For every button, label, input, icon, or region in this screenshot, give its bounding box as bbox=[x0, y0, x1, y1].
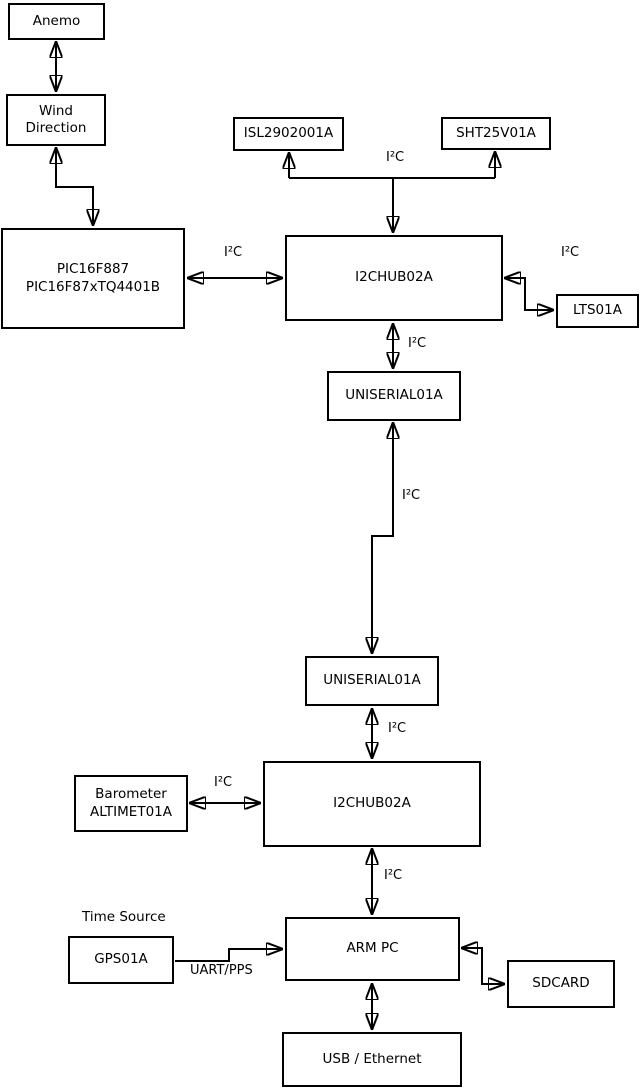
node-uniserial01a-bottom: UNISERIAL01A bbox=[305, 656, 439, 706]
node-uniserial01a-top-label: UNISERIAL01A bbox=[345, 387, 443, 404]
edge-label-i2c-pic-hub: I²C bbox=[224, 245, 243, 260]
edge-label-i2c-barometer: I²C bbox=[214, 775, 233, 790]
node-gps01a-label: GPS01A bbox=[94, 951, 148, 968]
node-pic16f887-label-line2: PIC16F87xTQ4401B bbox=[25, 278, 161, 295]
node-sht25v01a-label: SHT25V01A bbox=[456, 124, 536, 141]
node-usb-ethernet-label: USB / Ethernet bbox=[322, 1050, 422, 1067]
node-pic16f887-label-line1: PIC16F887 bbox=[56, 261, 130, 278]
node-pic16f887: PIC16F887 PIC16F87xTQ4401B bbox=[1, 228, 185, 329]
edge-label-i2c-uniserial-link: I²C bbox=[402, 488, 421, 503]
connector-armpc-sdcard bbox=[462, 948, 504, 984]
node-uniserial01a-bottom-label: UNISERIAL01A bbox=[323, 672, 421, 689]
node-sdcard-label: SDCARD bbox=[532, 975, 590, 992]
connector-uniserial-top-uniserial-bottom bbox=[372, 423, 393, 653]
node-gps01a: GPS01A bbox=[68, 936, 174, 984]
node-i2chub02a-bottom-label: I2CHUB02A bbox=[333, 795, 411, 812]
node-sht25v01a: SHT25V01A bbox=[441, 117, 551, 150]
node-wind-direction-label-line2: Direction bbox=[25, 120, 87, 136]
node-lts01a: LTS01A bbox=[556, 294, 639, 328]
connector-winddirection-pic bbox=[56, 148, 93, 225]
node-barometer-label-line2: ALTIMET01A bbox=[90, 803, 172, 820]
edge-label-i2c-branch: I²C bbox=[386, 150, 405, 165]
node-i2chub02a-top: I2CHUB02A bbox=[285, 235, 503, 321]
edge-label-uart-pps: UART/PPS bbox=[190, 963, 253, 978]
node-wind-direction-label-line1: Wind bbox=[39, 102, 73, 119]
node-wind-direction: Wind Direction bbox=[6, 94, 106, 146]
node-i2chub02a-bottom: I2CHUB02A bbox=[263, 761, 481, 847]
node-lts01a-label: LTS01A bbox=[573, 302, 622, 319]
node-barometer-altimet01a: Barometer ALTIMET01A bbox=[74, 775, 188, 832]
edge-label-i2c-hub2-armpc: I²C bbox=[384, 868, 403, 883]
connector-i2chub-top-lts bbox=[505, 278, 553, 310]
node-usb-ethernet: USB / Ethernet bbox=[282, 1032, 462, 1087]
connector-gps-armpc bbox=[175, 949, 282, 962]
node-arm-pc-label: ARM PC bbox=[346, 940, 399, 957]
edge-label-i2c-hub-lts: I²C bbox=[561, 245, 580, 260]
node-arm-pc: ARM PC bbox=[285, 917, 460, 981]
node-uniserial01a-top: UNISERIAL01A bbox=[327, 371, 461, 421]
edge-label-i2c-uniserial-hub2: I²C bbox=[388, 721, 407, 736]
node-isl2902001a: ISL2902001A bbox=[233, 117, 344, 151]
node-anemo-label: Anemo bbox=[32, 12, 81, 29]
node-sdcard: SDCARD bbox=[507, 960, 615, 1008]
label-time-source: Time Source bbox=[82, 909, 166, 925]
node-isl2902001a-label: ISL2902001A bbox=[243, 125, 334, 142]
node-i2chub02a-top-label: I2CHUB02A bbox=[355, 269, 433, 286]
node-barometer-label-line1: Barometer bbox=[95, 786, 167, 803]
node-anemo: Anemo bbox=[8, 3, 105, 40]
edge-label-i2c-hub-uniserial: I²C bbox=[408, 336, 427, 351]
